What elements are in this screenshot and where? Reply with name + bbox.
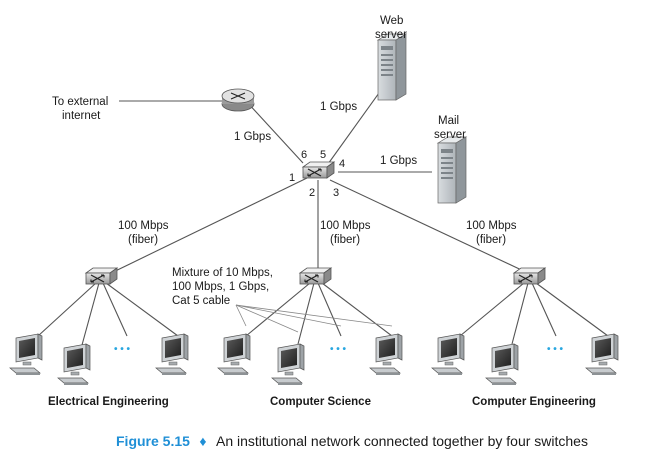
computer-icon <box>431 333 465 376</box>
switch-icon <box>85 267 118 285</box>
computer-icon <box>585 333 619 376</box>
label-internet: internet <box>62 110 101 122</box>
computer-icon <box>9 333 43 376</box>
figure-label: Figure 5.15 <box>116 433 190 449</box>
computer-icon <box>369 333 403 376</box>
computer-icon <box>485 343 519 386</box>
server-icon <box>437 136 467 204</box>
switch-icon <box>302 161 335 179</box>
label-left-medium: (fiber) <box>128 234 158 246</box>
computer-icon <box>57 343 91 386</box>
links <box>37 85 609 346</box>
label-mid-medium: (fiber) <box>330 234 360 246</box>
label-left-speed: 100 Mbps <box>118 220 169 232</box>
server-icon <box>377 33 407 101</box>
router-icon <box>221 88 255 112</box>
ellipsis-ee: • • • <box>114 344 131 355</box>
label-mixture-1: Mixture of 10 Mbps, <box>172 267 273 279</box>
port-3: 3 <box>333 187 339 199</box>
computer-icon <box>271 343 305 386</box>
switch-icon <box>513 267 546 285</box>
label-right-speed: 100 Mbps <box>466 220 517 232</box>
label-mail-server: server <box>434 129 466 141</box>
dept-cs: Computer Science <box>270 396 371 408</box>
computer-icon <box>217 333 251 376</box>
label-right-medium: (fiber) <box>476 234 506 246</box>
label-web-server: server <box>375 29 407 41</box>
label-router-speed: 1 Gbps <box>234 131 271 143</box>
link-core-web <box>327 85 385 165</box>
label-mail: Mail <box>438 115 459 127</box>
port-2: 2 <box>309 187 315 199</box>
port-1: 1 <box>289 172 295 184</box>
label-mixture-2: 100 Mbps, 1 Gbps, <box>172 281 269 293</box>
ellipsis-ce: • • • <box>547 344 564 355</box>
port-4: 4 <box>339 158 345 170</box>
label-web: Web <box>380 15 403 27</box>
link-core-ce <box>329 179 531 275</box>
label-to-external: To external <box>52 96 108 108</box>
label-web-speed: 1 Gbps <box>320 101 357 113</box>
ellipsis-cs: • • • <box>330 344 347 355</box>
switch-icon <box>299 267 332 285</box>
label-mid-speed: 100 Mbps <box>320 220 371 232</box>
caption-separator: ♦ <box>199 433 206 449</box>
dept-ee: Electrical Engineering <box>48 396 169 408</box>
dept-ce: Computer Engineering <box>472 396 596 408</box>
port-6: 6 <box>301 149 307 161</box>
caption-text: An institutional network connected toget… <box>216 433 588 449</box>
port-5: 5 <box>320 149 326 161</box>
label-mail-speed: 1 Gbps <box>380 155 417 167</box>
link-router-core <box>245 100 304 164</box>
figure-caption: Figure 5.15 ♦ An institutional network c… <box>116 433 588 450</box>
link-core-ee <box>104 177 308 277</box>
label-mixture-3: Cat 5 cable <box>172 295 230 307</box>
computer-icon <box>155 333 189 376</box>
